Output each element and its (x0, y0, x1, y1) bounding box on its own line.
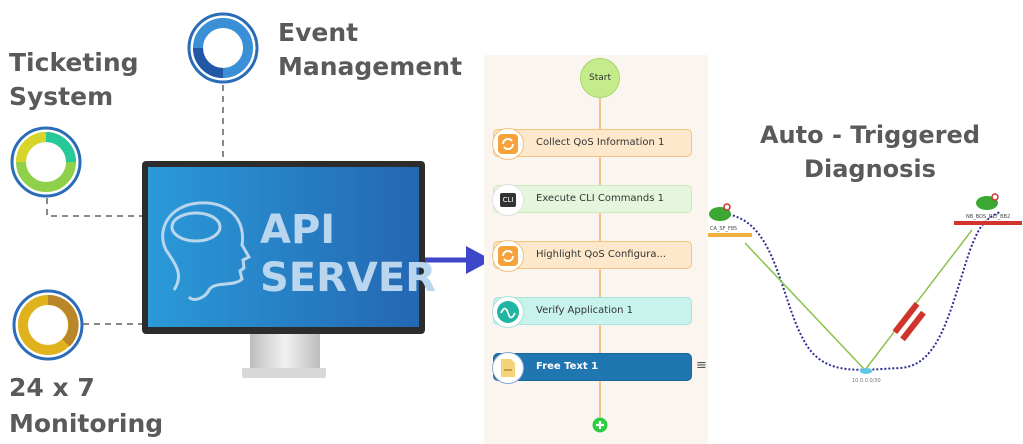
label-line: Ticketing (9, 48, 139, 77)
alert-badge-icon (991, 193, 999, 201)
refresh-icon (492, 240, 524, 272)
node-label: Execute CLI Commands 1 (536, 193, 664, 204)
node-label: Collect QoS Information 1 (536, 137, 665, 148)
event-management-label: Event Management (278, 16, 462, 84)
workflow-panel: Start Collect QoS Information 1 CLI Exec… (484, 55, 708, 444)
workflow-node-collect-qos[interactable]: Collect QoS Information 1 (492, 128, 692, 160)
label-line: System (9, 82, 114, 111)
node-label: Verify Application 1 (536, 305, 633, 316)
label-line: 24 x 7 (9, 373, 95, 402)
ticketing-system-label: Ticketing System (9, 46, 139, 114)
link-left (744, 242, 866, 371)
workflow-node-highlight-qos[interactable]: Highlight QoS Configura... (492, 240, 692, 272)
server-text: SERVER (260, 255, 437, 301)
monitor-stand (250, 334, 320, 370)
monitor-base (242, 368, 326, 378)
arrow-to-workflow (418, 246, 492, 274)
label-line: Event (278, 18, 359, 47)
title-line: Auto - Triggered (759, 121, 981, 149)
plus-icon[interactable] (592, 417, 608, 433)
workflow-node-verify-application[interactable]: Verify Application 1 (492, 296, 692, 328)
center-label: 10.0.0.0/30 (852, 378, 881, 384)
ring-blue-icon (187, 12, 259, 84)
ring-gold-icon (12, 289, 84, 361)
start-node[interactable]: Start (580, 58, 620, 98)
cli-icon-text: CLI (499, 193, 517, 207)
device-name-right: NB_BOS_DLT_BB2 (966, 214, 1010, 220)
label-line: Monitoring (9, 409, 164, 438)
alert-bar (892, 301, 920, 335)
topology-map: CA_SF_F85 NB_BOS_DLT_BB2 10.0.0.0/30 (708, 193, 1022, 384)
diagnosis-path (724, 211, 1001, 371)
device-status-bar (708, 233, 752, 237)
node-label: Highlight QoS Configura... (536, 249, 667, 260)
refresh-icon (492, 128, 524, 160)
api-text: API (260, 207, 336, 253)
monitoring-label: 24 x 7 Monitoring (9, 370, 163, 442)
hamburger-icon[interactable]: ≡ (696, 358, 707, 373)
cli-icon: CLI (492, 184, 524, 216)
workflow-node-free-text[interactable]: Free Text 1 (492, 352, 692, 384)
router-icon (709, 207, 731, 221)
label-line: Management (278, 52, 463, 81)
link-right (864, 229, 973, 371)
ring-green-icon (10, 126, 82, 198)
api-server-monitor: API SERVER (142, 161, 436, 334)
alert-badge-icon (723, 203, 731, 211)
device-name-left: CA_SF_F85 (710, 226, 737, 232)
device-status-bar (954, 221, 1022, 225)
workflow-node-execute-cli[interactable]: CLI Execute CLI Commands 1 (492, 184, 692, 216)
switch-icon (860, 368, 872, 374)
monitor-screen: API SERVER (148, 167, 436, 327)
diagnosis-title: Auto - Triggered Diagnosis (740, 118, 1000, 186)
ticketing-connector (46, 198, 142, 217)
title-line: Diagnosis (804, 155, 936, 183)
wave-icon (492, 296, 524, 328)
alert-bar (900, 310, 926, 342)
head-brain-icon (161, 201, 252, 301)
document-icon (492, 352, 524, 384)
node-label: Free Text 1 (536, 361, 599, 372)
